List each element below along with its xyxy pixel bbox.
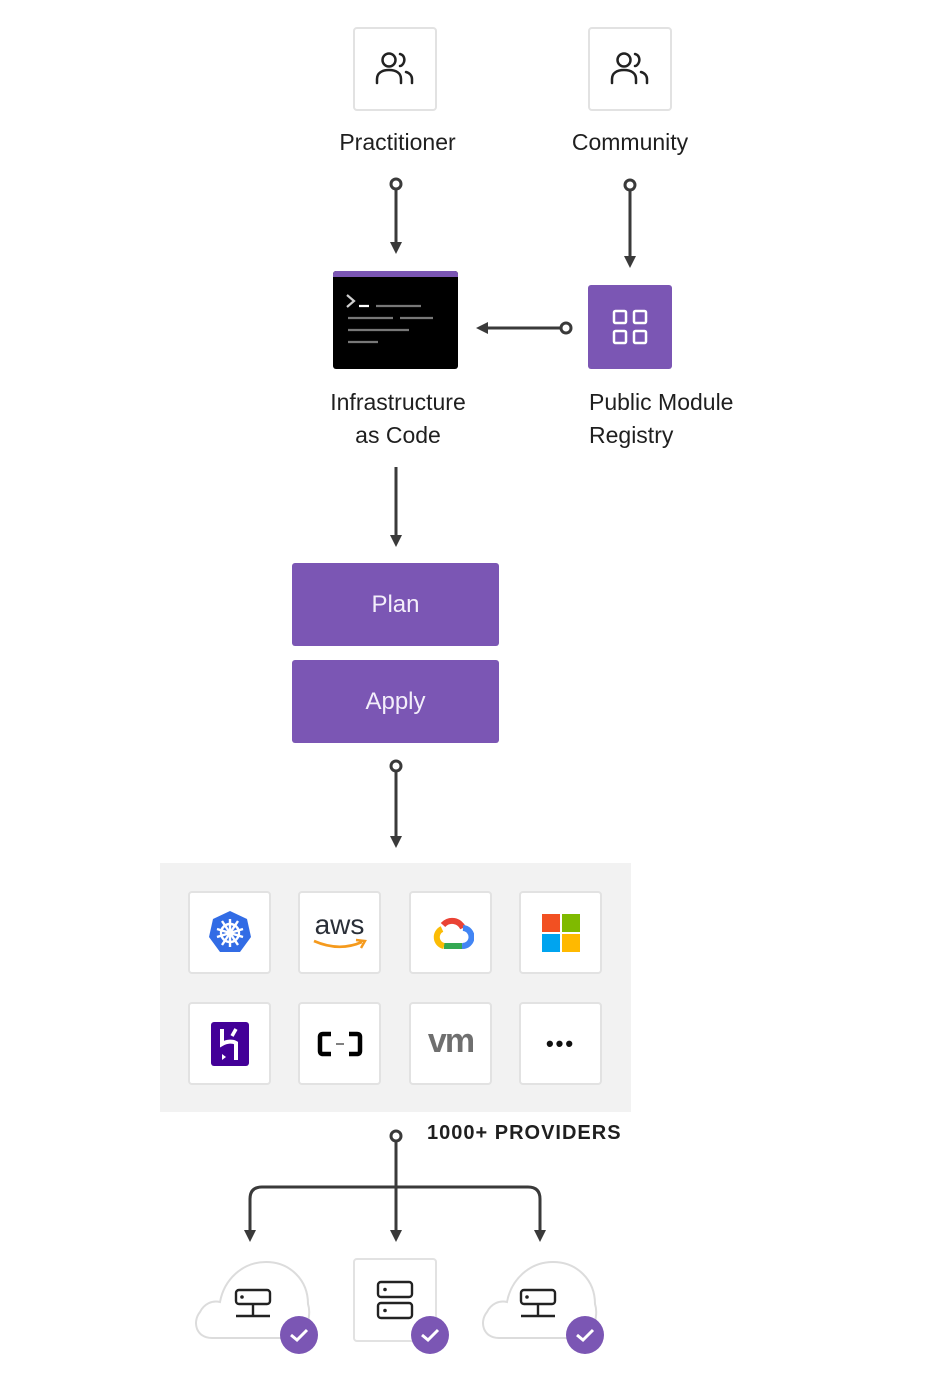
edge-providers-left [244,1185,396,1242]
terminal-title-bar [333,271,458,277]
aws-smile-icon [312,938,367,949]
practitioner-node [353,27,437,111]
terminal-icon [346,294,433,344]
provider-heroku [188,1002,271,1085]
provider-microsoft [519,891,602,974]
iac-label: Infrastructure as Code [300,386,496,452]
provider-google-cloud [409,891,492,974]
check-badge [280,1316,318,1354]
apply-step: Apply [292,660,499,743]
community-node [588,27,672,111]
target-cloud-right [482,1260,598,1339]
registry-label: Public Module Registry [589,386,789,452]
community-label: Community [571,129,689,155]
check-badge [411,1316,449,1354]
heroku-icon [210,1021,249,1066]
server-icon [519,1288,557,1318]
google-cloud-icon [433,917,474,949]
plan-step: Plan [292,563,499,646]
kubernetes-icon [208,910,251,952]
provider-more[interactable]: ••• [519,1002,602,1085]
check-badge [566,1316,604,1354]
target-cloud-left [195,1260,311,1339]
provider-alibaba-cloud [298,1002,381,1085]
provider-kubernetes [188,891,271,974]
check-icon [576,1328,595,1343]
server-stack-icon [376,1280,414,1320]
microsoft-icon [541,913,580,952]
edge-providers-right [396,1185,546,1242]
providers-label: 1000+ PROVIDERS [427,1122,622,1144]
provider-aws: aws [298,891,381,974]
check-icon [290,1328,309,1343]
vmware-icon: vm [427,1022,475,1060]
practitioner-label: Practitioner [339,129,456,155]
iac-label-line1: Infrastructure [330,389,466,415]
check-icon [421,1328,440,1343]
users-icon [375,52,414,85]
target-datacenter [353,1258,437,1342]
provider-vmware: vm [409,1002,492,1085]
grid-icon [612,309,648,345]
registry-label-line2: Registry [589,422,674,448]
alibaba-cloud-icon [317,1031,362,1056]
providers-panel: aws [160,863,631,1112]
iac-node [333,271,458,369]
registry-label-line1: Public Module [589,389,734,415]
users-icon [610,52,649,85]
registry-node [588,285,672,369]
server-icon [234,1288,272,1318]
aws-icon: aws [314,908,365,940]
iac-label-line2: as Code [355,422,441,448]
more-icon: ••• [545,1030,576,1056]
